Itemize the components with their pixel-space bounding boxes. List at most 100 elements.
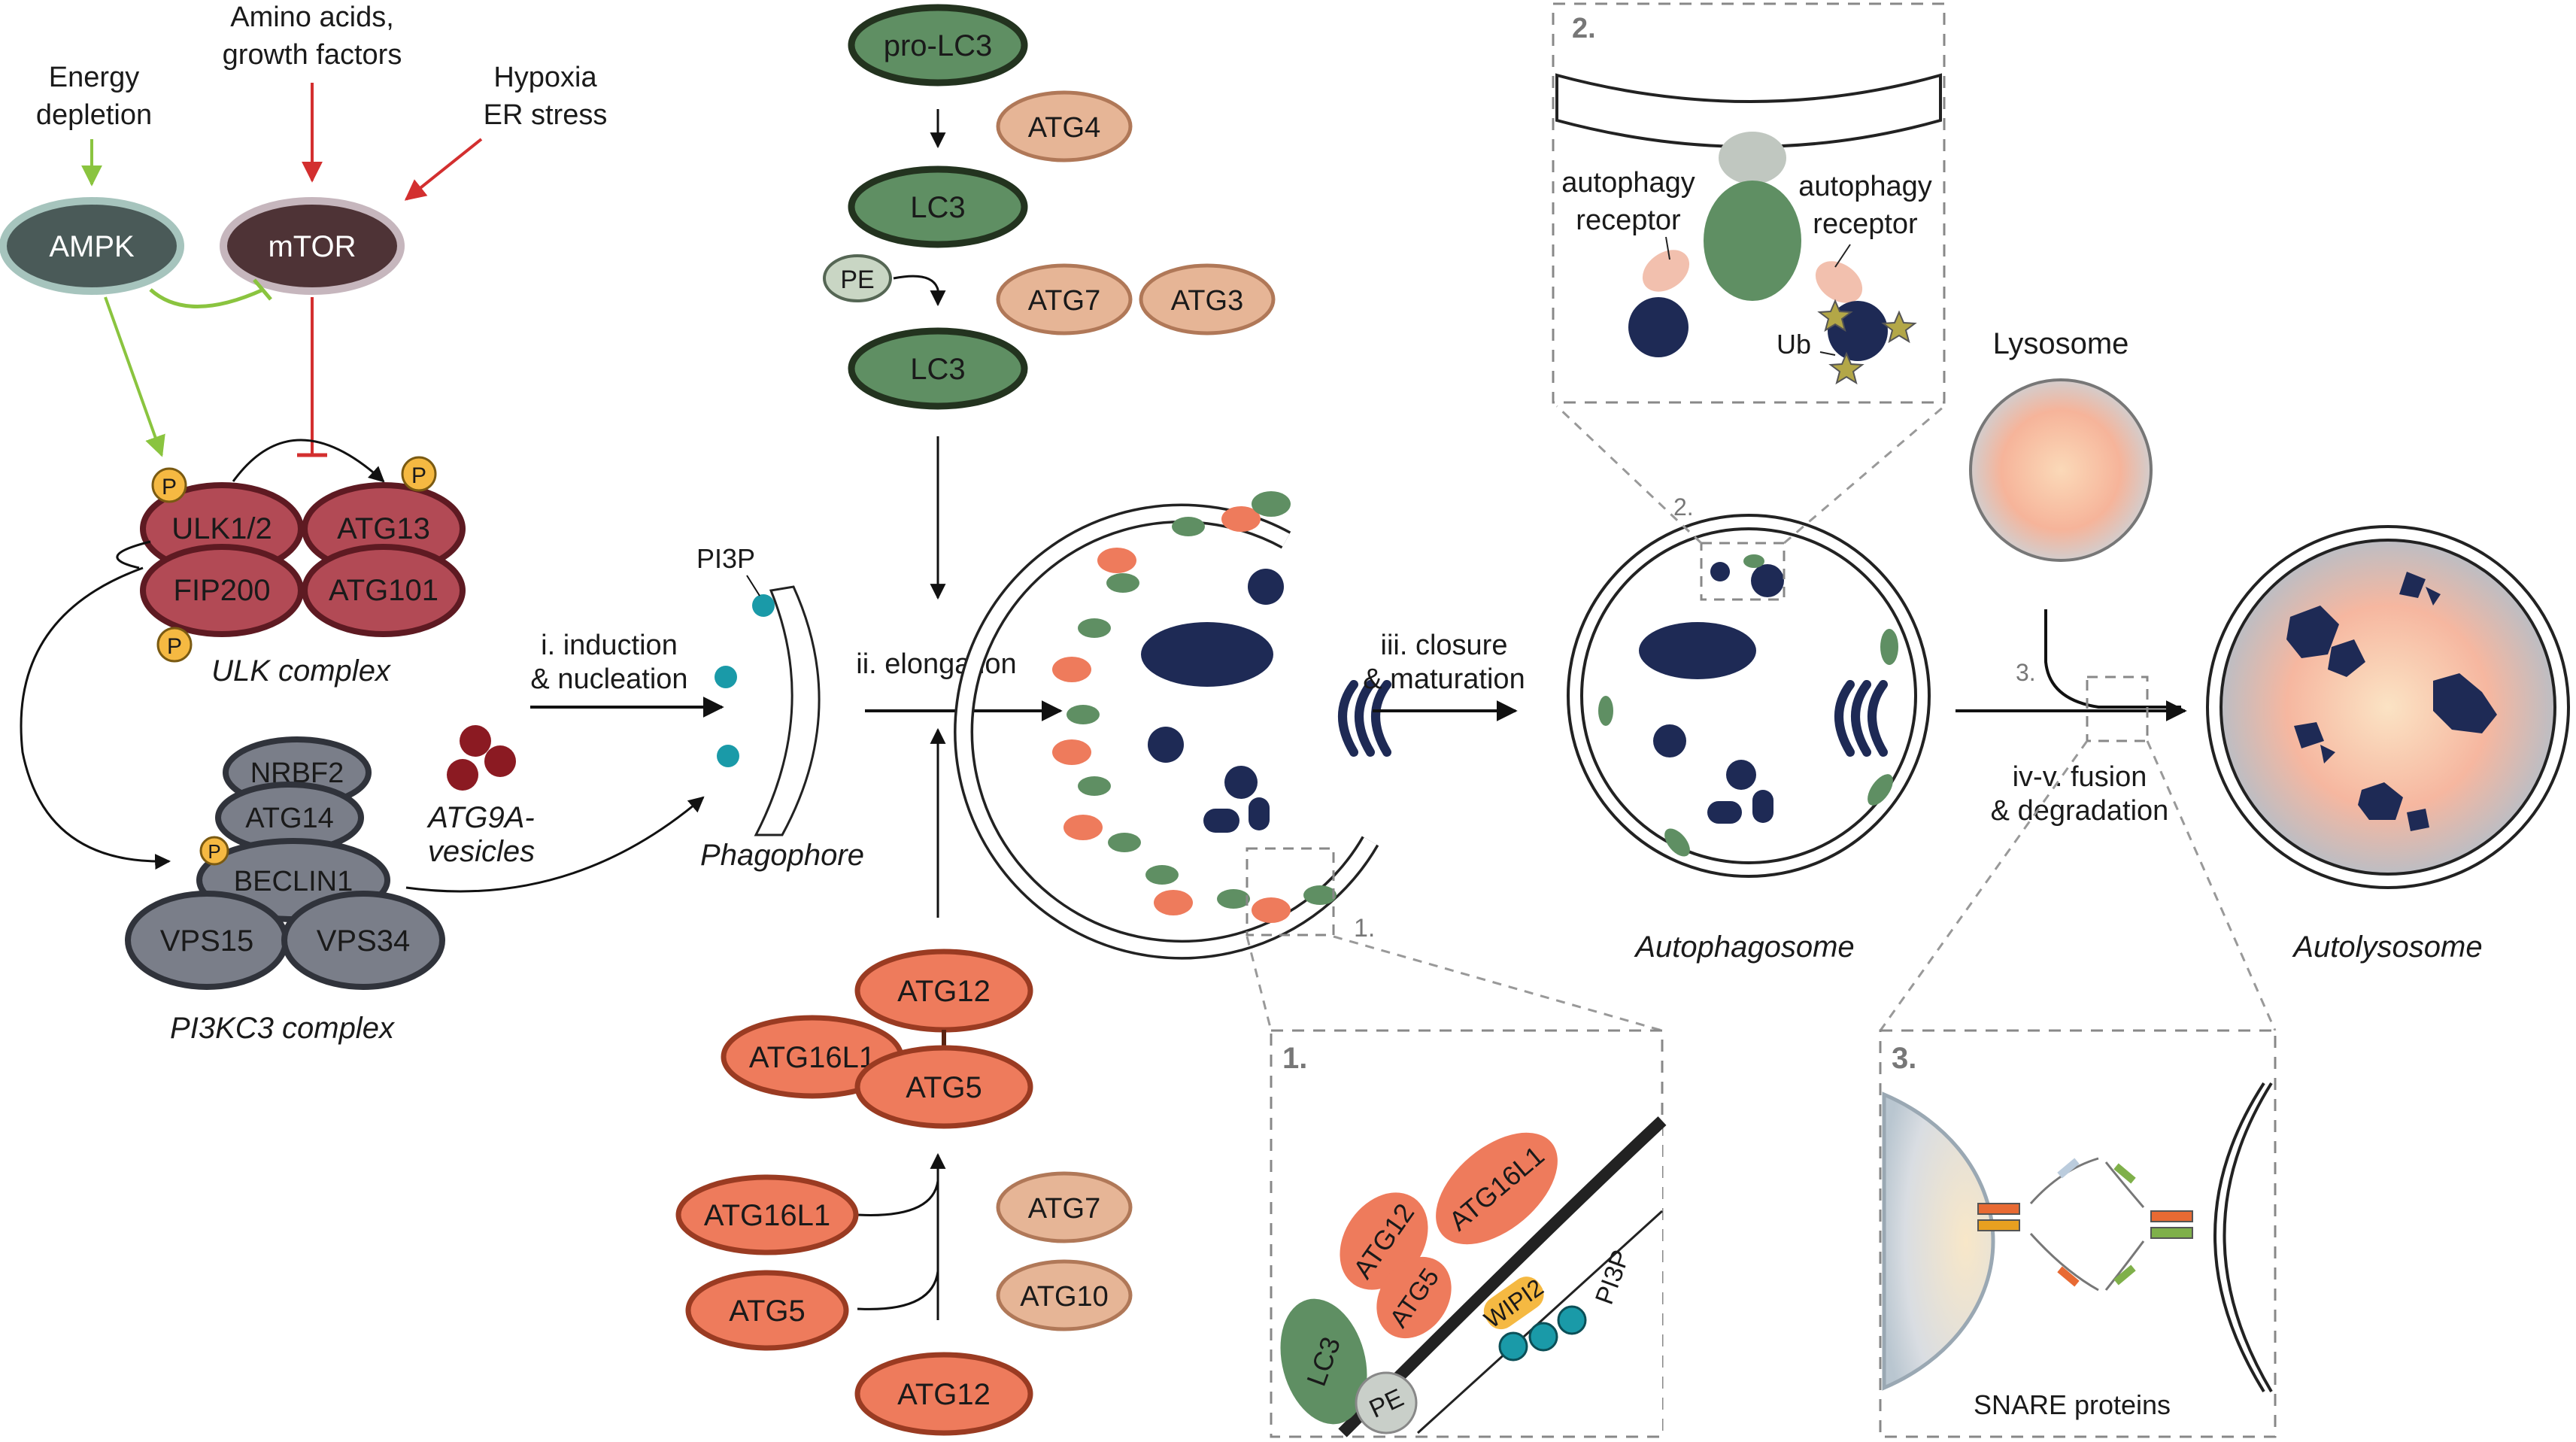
svg-text:VPS15: VPS15: [160, 924, 254, 958]
ulk-complex: ULK1/2 ATG13 FIP200 ATG101 P P P: [140, 456, 466, 663]
svg-text:ATG16L1: ATG16L1: [704, 1199, 830, 1232]
ulk-to-pi3k-arrow: [20, 566, 171, 870]
atg3-node: [1139, 263, 1276, 335]
hypoxia-arrow: [404, 138, 483, 201]
inset1-marker-box: [1246, 847, 1335, 937]
ampk-inhibit-mtor-arrow: [149, 287, 265, 308]
pi3k-complex: NRBF2 ATG14 BECLIN1 VPS15 VPS34 P: [125, 736, 445, 990]
step-induction-2: & nucleation: [530, 663, 687, 695]
lysosome-label: Lysosome: [1993, 327, 2129, 360]
hypoxia-label-1: Hypoxia: [493, 62, 597, 93]
atg9a-label-2: vesicles: [428, 835, 535, 868]
svg-text:ATG101: ATG101: [329, 574, 438, 607]
inset2-title: 2.: [1572, 13, 1596, 44]
inset2-box: [1552, 2, 1946, 404]
autolysosome: [2206, 525, 2570, 889]
energy-label-1: Energy: [49, 62, 139, 93]
hypoxia-label-2: ER stress: [484, 99, 608, 131]
svg-text:VPS34: VPS34: [317, 924, 411, 958]
amino-label-1: Amino acids,: [230, 2, 394, 33]
inset1-title: 1.: [1282, 1042, 1307, 1075]
svg-text:P: P: [208, 840, 220, 863]
pi3k-complex-caption: PI3KC3 complex: [170, 1012, 396, 1045]
svg-text:ATG12: ATG12: [897, 975, 991, 1008]
inset2-marker-box: [1700, 542, 1786, 601]
fip200-node: [140, 544, 304, 637]
ulk-feedback: [116, 540, 151, 569]
mtor-node: mTOR: [220, 197, 405, 295]
svg-text:FIP200: FIP200: [174, 574, 271, 607]
phospho-badge: [151, 467, 187, 503]
svg-text:ATG12: ATG12: [897, 1378, 991, 1411]
inset2-receptor-right-1: autophagy: [1798, 171, 1932, 202]
ampk-node: AMPK: [0, 197, 184, 295]
svg-text:ATG4: ATG4: [1028, 112, 1100, 144]
svg-text:ATG14: ATG14: [245, 803, 334, 834]
svg-text:AMPK: AMPK: [49, 230, 135, 263]
atg5-left-node: [685, 1270, 849, 1351]
pi3p-label: PI3P: [696, 543, 755, 574]
atg12-pathway: ATG12 ATG16L1 ATG5 ATG16L1 ATG5 ATG12 AT…: [675, 727, 1133, 1436]
lc3-node-b: [848, 327, 1028, 410]
inset2-receptor-left-2: receptor: [1576, 205, 1681, 236]
svg-text:ATG16L1: ATG16L1: [749, 1041, 875, 1074]
inset2-marker-label: 2.: [1673, 493, 1694, 521]
step-closure-2: & maturation: [1363, 663, 1525, 695]
step-fusion-1: iv-v. fusion: [2013, 761, 2147, 793]
pe-node: [823, 254, 892, 302]
inset2-ub-label: Ub: [1776, 329, 1811, 360]
svg-text:ATG13: ATG13: [337, 512, 430, 545]
svg-text:P: P: [167, 634, 182, 659]
atg9a-vesicles: [447, 725, 516, 791]
lysosome-fusion-arrow: [2044, 609, 2181, 709]
autolysosome-label: Autolysosome: [2292, 930, 2482, 964]
autophagosome-label: Autophagosome: [1634, 930, 1854, 964]
svg-text:ATG3: ATG3: [1171, 285, 1243, 317]
lc3-pathway: pro-LC3 ATG4 LC3 PE ATG7 ATG3 LC3: [823, 4, 1276, 600]
phospho-badge: [199, 836, 229, 866]
atg5-top-node: [854, 1045, 1033, 1129]
phospho-badge: [156, 627, 193, 663]
svg-text:P: P: [162, 475, 177, 499]
step-closure-1: iii. closure: [1381, 630, 1508, 661]
lc3-node-a: [848, 165, 1028, 248]
svg-text:LC3: LC3: [910, 353, 965, 386]
energy-label-2: depletion: [36, 99, 152, 131]
pi3k-to-phagophore-arrow: [405, 796, 705, 893]
inset3-marker-box: [2086, 675, 2149, 742]
ulk-complex-caption: ULK complex: [211, 654, 392, 688]
inset3-marker-label: 3.: [2016, 659, 2036, 686]
step-fusion-2: & degradation: [1991, 795, 2169, 827]
atg9a-label-1: ATG9A-: [426, 801, 535, 834]
phagophore-label: Phagophore: [700, 839, 864, 872]
lysosome: [1969, 378, 2153, 562]
inset3-snare-label: SNARE proteins: [1974, 1389, 2171, 1420]
inset1-box: [1270, 1029, 1667, 1438]
svg-text:ATG10: ATG10: [1020, 1281, 1109, 1313]
autophagosome: [1567, 514, 1931, 878]
svg-text:ATG7: ATG7: [1028, 285, 1100, 317]
vps34-node: [281, 891, 445, 990]
atg7-node: [996, 263, 1133, 335]
inset1-marker-label: 1.: [1354, 914, 1375, 943]
svg-text:BECLIN1: BECLIN1: [234, 866, 353, 897]
amino-label-2: growth factors: [223, 39, 402, 71]
svg-text:PE: PE: [840, 266, 874, 294]
prolc3-node: [848, 4, 1028, 87]
step-elongation: ii. elongation: [856, 648, 1016, 680]
ulk-phospho-arrow: [232, 439, 385, 483]
svg-text:ULK1/2: ULK1/2: [171, 512, 272, 545]
atg16l1-left-node: [675, 1174, 859, 1255]
step-induction-1: i. induction: [541, 630, 678, 661]
expanding-phagophore: [954, 491, 1391, 960]
svg-text:LC3: LC3: [910, 191, 965, 224]
atg101-node: [302, 544, 466, 637]
inset2-receptor-left-1: autophagy: [1561, 167, 1695, 199]
svg-text:ATG5: ATG5: [906, 1071, 982, 1104]
ampk-activate-ulk-arrow: [104, 296, 165, 457]
inset3-title: 3.: [1892, 1042, 1916, 1075]
inset2-receptor-right-2: receptor: [1813, 208, 1918, 240]
phospho-badge: [401, 456, 437, 492]
svg-text:pro-LC3: pro-LC3: [884, 29, 993, 62]
